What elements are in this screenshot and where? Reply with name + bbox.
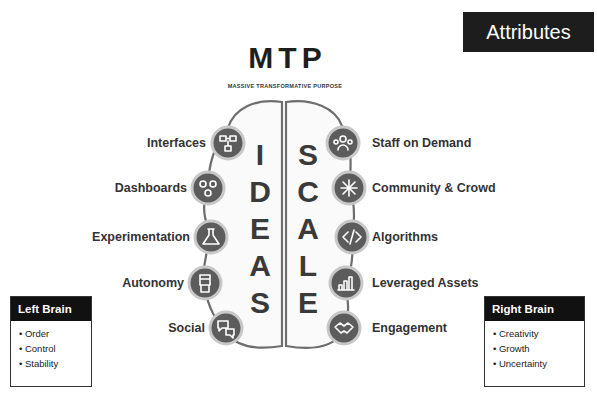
bullet-item: • Stability — [11, 356, 91, 371]
label-slot: Interfaces — [147, 134, 206, 152]
label-slot: Autonomy — [122, 274, 184, 292]
icon-glyph — [200, 275, 210, 292]
attribute-label: Engagement — [372, 319, 447, 337]
label-slot: Engagement — [372, 319, 447, 337]
title-slot: MTP — [165, 40, 405, 76]
vertical-word: I D E A S — [243, 136, 277, 321]
attribute-icon — [336, 221, 368, 253]
icon-disc — [192, 172, 224, 204]
attribute-label: Algorithms — [372, 228, 438, 246]
label-slot: MASSIVE TRANSFORMATIVE PURPOSE — [175, 77, 395, 95]
vertical-word: S C A L E — [291, 136, 325, 321]
icon-glyph — [218, 321, 234, 338]
icon-glyph — [335, 323, 353, 333]
label-slot: Staff on Demand — [372, 134, 471, 152]
icon-disc — [328, 312, 360, 344]
info-box: Right Brain • Creativity• Growth• Uncerta… — [484, 296, 585, 387]
icon-disc — [333, 172, 365, 204]
icon-disc — [189, 267, 221, 299]
header-box: Attributes — [463, 12, 594, 52]
subtitle: MASSIVE TRANSFORMATIVE PURPOSE — [175, 77, 395, 95]
bullet-item: • Growth — [485, 341, 584, 356]
icon-glyph — [343, 230, 361, 244]
attribute-icon — [327, 127, 359, 159]
label-slot: Community & Crowd — [372, 179, 496, 197]
icon-glyph — [334, 136, 352, 150]
attribute-label: Staff on Demand — [372, 134, 471, 152]
attribute-icon — [210, 312, 242, 344]
attribute-label: Autonomy — [122, 274, 184, 292]
box-heading: Left Brain — [11, 297, 91, 321]
icon-glyph — [338, 277, 354, 290]
label-slot: Dashboards — [115, 179, 187, 197]
bullet-item: • Order — [11, 326, 91, 341]
brain-hemisphere: S C A L E — [284, 98, 374, 354]
attribute-label: Leveraged Assets — [372, 274, 479, 292]
attribute-icon — [212, 127, 244, 159]
header-text: Attributes — [486, 20, 570, 44]
brain-hemisphere: I D E A S — [186, 98, 284, 354]
icon-disc — [195, 221, 227, 253]
attribute-icon — [192, 172, 224, 204]
attribute-label: Interfaces — [147, 134, 206, 152]
icon-glyph — [220, 136, 236, 151]
box-heading: Right Brain — [485, 297, 584, 321]
icon-disc — [330, 267, 362, 299]
attribute-icon — [333, 172, 365, 204]
attribute-icon — [328, 312, 360, 344]
label-slot: Algorithms — [372, 228, 438, 246]
title: MTP — [165, 40, 405, 76]
bullet-item: • Uncertainty — [485, 356, 584, 371]
attribute-icon — [195, 221, 227, 253]
label-slot: Leveraged Assets — [372, 274, 479, 292]
icon-glyph — [203, 229, 219, 244]
attribute-label: Dashboards — [115, 179, 187, 197]
attribute-icon — [330, 267, 362, 299]
attribute-label: Social — [168, 319, 205, 337]
bullet-item: • Creativity — [485, 326, 584, 341]
info-box: Left Brain • Order• Control• Stability — [10, 296, 92, 387]
icon-glyph — [341, 180, 357, 196]
label-slot: Experimentation — [92, 228, 190, 246]
icon-disc — [210, 312, 242, 344]
icon-disc — [327, 127, 359, 159]
icon-disc — [336, 221, 368, 253]
label-slot: Social — [168, 319, 205, 337]
attribute-label: Experimentation — [92, 228, 190, 246]
icon-disc — [212, 127, 244, 159]
bullet-item: • Control — [11, 341, 91, 356]
attribute-label: Community & Crowd — [372, 179, 496, 197]
attribute-icon — [189, 267, 221, 299]
icon-glyph — [200, 181, 216, 196]
